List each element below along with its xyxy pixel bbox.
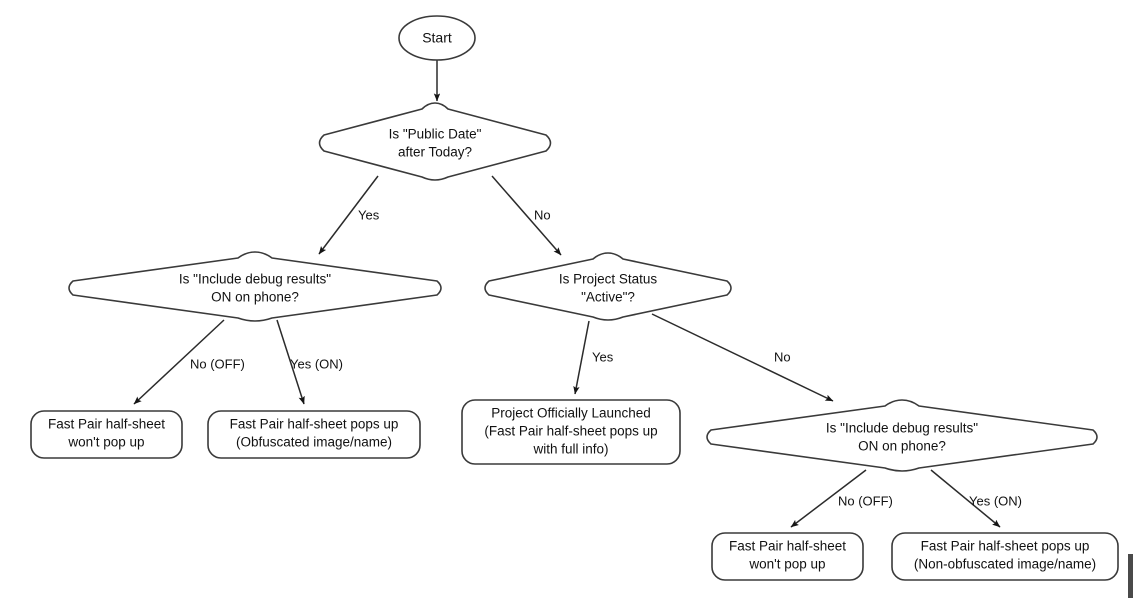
edge-public-date-no-to-project-status: [491, 175, 562, 256]
node-decision-project-status[interactable]: Is Project Status "Active"?: [484, 252, 732, 321]
public-date-label-line2: after Today?: [398, 145, 472, 160]
node-result-officially-launched[interactable]: Project Officially Launched (Fast Pair h…: [461, 399, 681, 465]
edge-label-debug-left-yes-on: Yes (ON): [290, 356, 343, 371]
result-wont-pop-up-right-line2: won't pop up: [748, 557, 825, 572]
debug-results-left-label-line2: ON on phone?: [211, 290, 299, 305]
node-decision-debug-results-right[interactable]: Is "Include debug results" ON on phone?: [706, 399, 1098, 472]
start-label: Start: [422, 30, 452, 46]
result-wont-pop-up-right-line1: Fast Pair half-sheet: [729, 539, 846, 554]
edge-debug-left-yes-to-result-obfuscated: [276, 319, 305, 405]
result-officially-launched-line1: Project Officially Launched: [491, 406, 651, 421]
edge-label-public-date-no: No: [534, 207, 551, 222]
result-officially-launched-box: [461, 399, 681, 465]
result-non-obfuscated-line2: (Non-obfuscated image/name): [914, 557, 1096, 572]
node-decision-debug-results-left[interactable]: Is "Include debug results" ON on phone?: [68, 251, 442, 322]
edge-label-group: Yes No No (OFF) Yes (ON) Yes No No (OFF)…: [190, 207, 1022, 508]
result-wont-pop-up-left-line2: won't pop up: [67, 435, 144, 450]
node-result-non-obfuscated[interactable]: Fast Pair half-sheet pops up (Non-obfusc…: [891, 532, 1119, 581]
edge-label-project-status-yes: Yes: [592, 349, 614, 364]
edge-debug-right-yes-to-result-nonobfuscated: [930, 469, 1001, 528]
result-obfuscated-box: [207, 410, 421, 459]
right-edge-artifact: [1128, 554, 1133, 598]
edge-debug-left-no-to-result-wont-pop: [133, 319, 225, 405]
start-ellipse: [398, 15, 476, 61]
result-obfuscated-line2: (Obfuscated image/name): [236, 435, 392, 450]
result-non-obfuscated-line1: Fast Pair half-sheet pops up: [921, 539, 1090, 554]
project-status-label-line1: Is Project Status: [559, 272, 658, 287]
edge-public-date-yes-to-debug-left: [318, 175, 379, 255]
result-officially-launched-line3: with full info): [532, 442, 608, 457]
edge-label-debug-left-no-off: No (OFF): [190, 356, 245, 371]
edge-label-debug-right-no-off: No (OFF): [838, 493, 893, 508]
edge-project-status-yes-to-officially-launched: [573, 320, 590, 395]
node-result-wont-pop-up-right[interactable]: Fast Pair half-sheet won't pop up: [711, 532, 864, 581]
public-date-label-line1: Is "Public Date": [389, 127, 482, 142]
debug-results-right-label-line1: Is "Include debug results": [826, 421, 978, 436]
debug-results-right-diamond: [706, 399, 1098, 472]
edge-label-debug-right-yes-on: Yes (ON): [969, 493, 1022, 508]
edge-label-public-date-yes: Yes: [358, 207, 380, 222]
result-officially-launched-line2: (Fast Pair half-sheet pops up: [484, 424, 657, 439]
edge-label-project-status-no: No: [774, 349, 791, 364]
node-decision-public-date[interactable]: Is "Public Date" after Today?: [318, 102, 552, 181]
node-result-obfuscated[interactable]: Fast Pair half-sheet pops up (Obfuscated…: [207, 410, 421, 459]
result-wont-pop-up-right-box: [711, 532, 864, 581]
debug-results-left-diamond: [68, 251, 442, 322]
edge-group: [133, 60, 1001, 528]
edge-debug-right-no-to-result-wont-pop: [790, 469, 867, 528]
node-start[interactable]: Start: [398, 15, 476, 61]
result-wont-pop-up-left-line1: Fast Pair half-sheet: [48, 417, 165, 432]
debug-results-right-label-line2: ON on phone?: [858, 439, 946, 454]
public-date-diamond: [318, 102, 552, 181]
debug-results-left-label-line1: Is "Include debug results": [179, 272, 331, 287]
result-obfuscated-line1: Fast Pair half-sheet pops up: [230, 417, 399, 432]
project-status-diamond: [484, 252, 732, 321]
node-result-wont-pop-up-left[interactable]: Fast Pair half-sheet won't pop up: [30, 410, 183, 459]
edge-project-status-no-to-debug-right: [651, 313, 834, 402]
project-status-label-line2: "Active"?: [581, 290, 635, 305]
result-wont-pop-up-left-box: [30, 410, 183, 459]
result-non-obfuscated-box: [891, 532, 1119, 581]
